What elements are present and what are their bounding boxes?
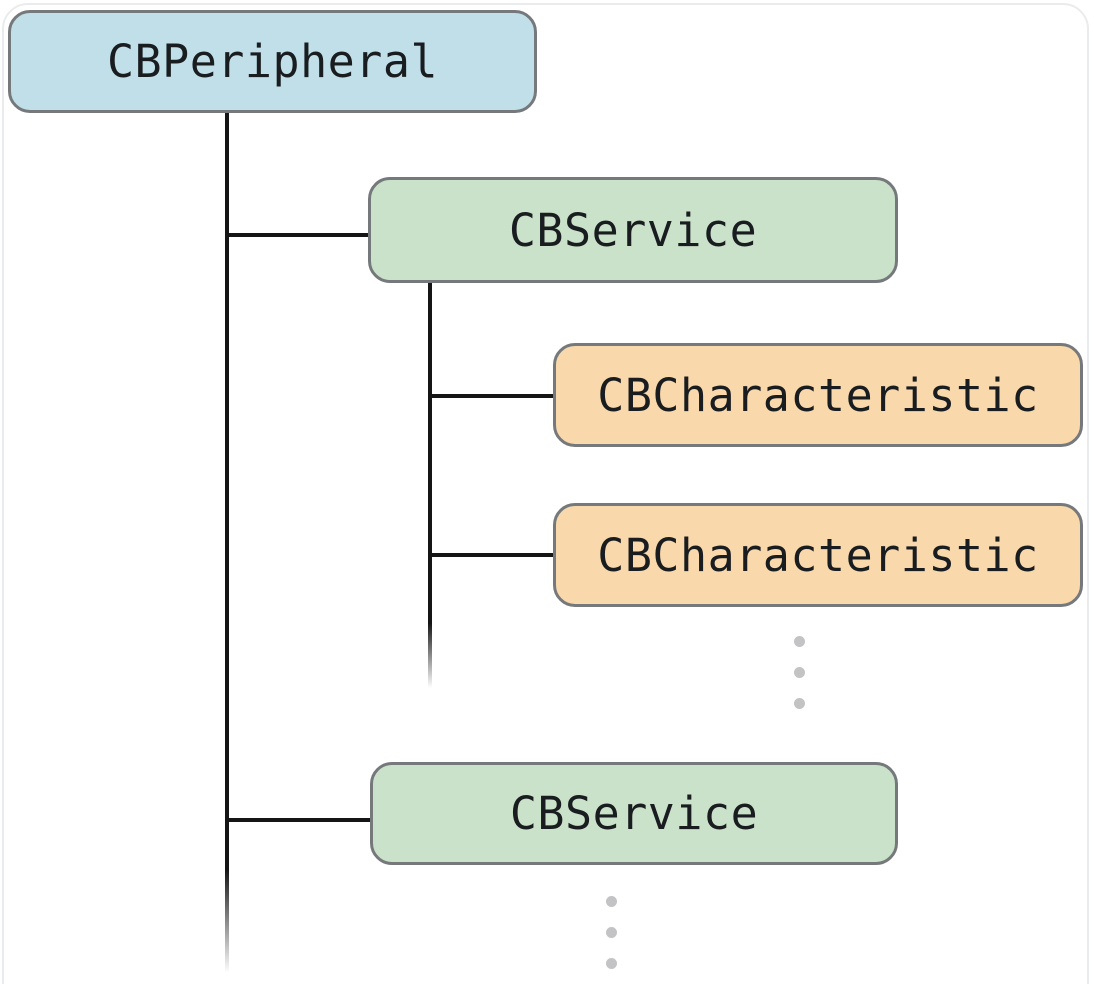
ellipsis-dot <box>606 927 617 938</box>
node-cbservice-1-label: CBService <box>508 203 758 257</box>
node-cbcharacteristic-1-label: CBCharacteristic <box>597 368 1039 422</box>
connector-service-1-stem <box>428 282 432 688</box>
node-cbperipheral-label: CBPeripheral <box>106 35 439 88</box>
connector-service-1-to-characteristic-2 <box>430 553 554 557</box>
node-cbcharacteristic-2: CBCharacteristic <box>553 503 1083 607</box>
node-cbcharacteristic-2-label: CBCharacteristic <box>597 528 1039 582</box>
connector-peripheral-to-service-2 <box>226 818 372 822</box>
connector-service-1-to-characteristic-1 <box>430 394 554 398</box>
node-cbcharacteristic-1: CBCharacteristic <box>553 343 1083 447</box>
ellipsis-more-characteristics <box>794 636 805 709</box>
ellipsis-dot <box>794 667 805 678</box>
connector-peripheral-to-service-1 <box>226 233 368 237</box>
node-cbservice-1: CBService <box>368 177 898 283</box>
node-cbservice-2: CBService <box>370 762 898 865</box>
ellipsis-dot <box>794 636 805 647</box>
ellipsis-dot <box>794 698 805 709</box>
connector-peripheral-trunk <box>225 112 229 973</box>
ellipsis-dot <box>606 958 617 969</box>
node-cbservice-2-label: CBService <box>509 787 759 840</box>
ellipsis-dot <box>606 896 617 907</box>
node-cbperipheral: CBPeripheral <box>8 10 537 113</box>
ellipsis-more-services <box>606 896 617 969</box>
